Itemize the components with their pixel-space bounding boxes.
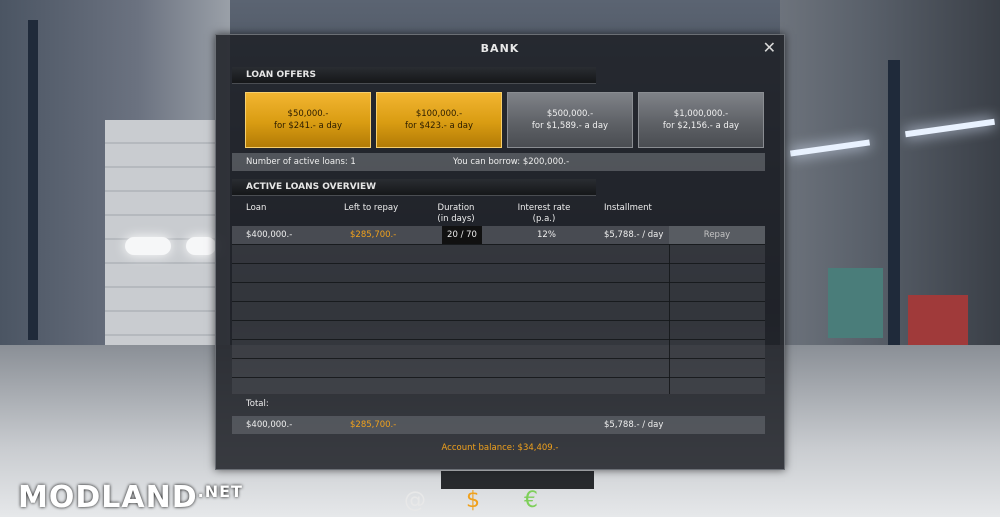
repay-button[interactable]: Repay — [669, 226, 765, 244]
duration-value: 20 / 70 — [442, 226, 482, 244]
section-loan-offers: LOAN OFFERS — [232, 67, 596, 84]
email-icon[interactable]: @ — [404, 487, 426, 513]
bank-icon[interactable]: € — [524, 487, 538, 513]
dialog-title: BANK — [480, 41, 520, 55]
installment-value: $5,788.- / day — [604, 230, 664, 240]
title-bar: BANK ✕ — [216, 35, 784, 61]
offer-100000-button[interactable]: $100,000.- for $423.- a day — [376, 92, 502, 148]
offer-500000-button[interactable]: $500,000.- for $1,589.- a day — [507, 92, 633, 148]
column-header-loan: Loan — [246, 203, 267, 213]
column-header-interest: Interest rate (p.a.) — [517, 203, 571, 224]
active-loans-count: Number of active loans: 1 — [246, 157, 356, 167]
can-borrow-amount: You can borrow: $200,000.- — [453, 157, 570, 167]
money-icon[interactable]: $ — [466, 487, 480, 513]
total-label: Total: — [246, 399, 269, 409]
offer-50000-button[interactable]: $50,000.- for $241.- a day — [245, 92, 371, 148]
bank-dialog: BANK ✕ LOAN OFFERS $50,000.- for $241.- … — [215, 34, 785, 489]
interest-rate: 12% — [537, 230, 556, 240]
modland-watermark: MODLAND.NET — [18, 480, 243, 515]
background-pallet — [908, 295, 968, 345]
total-installment: $5,788.- / day — [604, 420, 664, 430]
column-header-left-to-repay: Left to repay — [344, 203, 399, 213]
background-light — [186, 237, 216, 255]
loan-info-row: Number of active loans: 1 You can borrow… — [232, 153, 765, 171]
offer-amount: $1,000,000.- — [673, 109, 729, 119]
empty-loan-rows — [232, 244, 765, 394]
offer-amount: $500,000.- — [546, 109, 594, 119]
section-active-loans: ACTIVE LOANS OVERVIEW — [232, 179, 596, 196]
bottom-strip — [441, 471, 594, 489]
background-pallet — [828, 268, 883, 338]
background-garage-door — [105, 120, 215, 345]
offer-rate: for $1,589.- a day — [531, 121, 609, 131]
offer-amount: $100,000.- — [415, 109, 463, 119]
background-pillar — [28, 20, 38, 340]
column-header-installment: Installment — [604, 203, 652, 213]
offer-rate: for $423.- a day — [404, 121, 474, 131]
close-icon[interactable]: ✕ — [762, 38, 776, 57]
offer-rate: for $241.- a day — [273, 121, 343, 131]
table-row: $400,000.- $285,700.- 20 / 70 12% $5,788… — [232, 226, 765, 244]
offer-1000000-button[interactable]: $1,000,000.- for $2,156.- a day — [638, 92, 764, 148]
offer-amount: $50,000.- — [287, 109, 329, 119]
account-balance: Account balance: $34,409.- — [441, 443, 559, 453]
column-header-duration: Duration (in days) — [437, 203, 475, 224]
left-to-repay: $285,700.- — [350, 230, 397, 240]
background-pillar — [888, 60, 900, 350]
total-left-to-repay: $285,700.- — [350, 420, 397, 430]
offer-rate: for $2,156.- a day — [662, 121, 740, 131]
total-loan: $400,000.- — [246, 420, 293, 430]
loan-amount: $400,000.- — [246, 230, 293, 240]
background-light — [125, 237, 171, 255]
bottom-dock: @ $ € — [395, 483, 605, 517]
totals-row: $400,000.- $285,700.- $5,788.- / day — [232, 416, 765, 434]
